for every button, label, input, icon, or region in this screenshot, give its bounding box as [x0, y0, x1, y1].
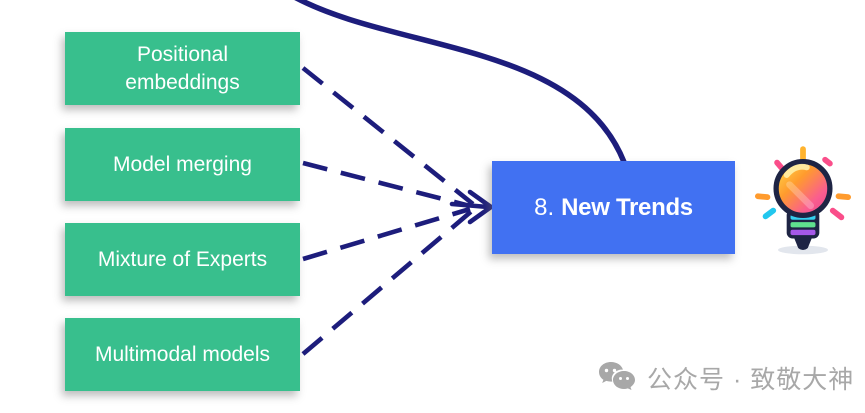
edge-model-merging: [302, 160, 471, 209]
node-label: Model merging: [113, 152, 252, 176]
node-new-trends[interactable]: 8. New Trends: [492, 161, 735, 254]
edge-mixture-of-experts: [302, 206, 471, 262]
watermark: 公众号 · 致敬大神: [597, 360, 854, 396]
node-label: Positional embeddings: [125, 43, 240, 94]
node-title: New Trends: [561, 193, 693, 221]
node-label: Multimodal models: [94, 342, 271, 366]
edge-top-curve: [294, 0, 627, 165]
node-number: 8.: [534, 193, 555, 221]
arrowhead-icon: [467, 189, 494, 225]
node-model-merging[interactable]: Model merging: [65, 128, 300, 201]
node-multimodal-models[interactable]: Multimodal models: [65, 318, 300, 391]
node-mixture-of-experts[interactable]: Mixture of Experts: [65, 223, 300, 296]
lightbulb-icon: [755, 146, 851, 255]
watermark-text: 公众号 · 致敬大神: [647, 366, 855, 394]
node-positional-embeddings[interactable]: Positional embeddings: [65, 32, 300, 105]
wechat-icon: [599, 362, 635, 390]
arrow-shaft: [449, 201, 491, 210]
node-label: Mixture of Experts: [97, 247, 268, 271]
